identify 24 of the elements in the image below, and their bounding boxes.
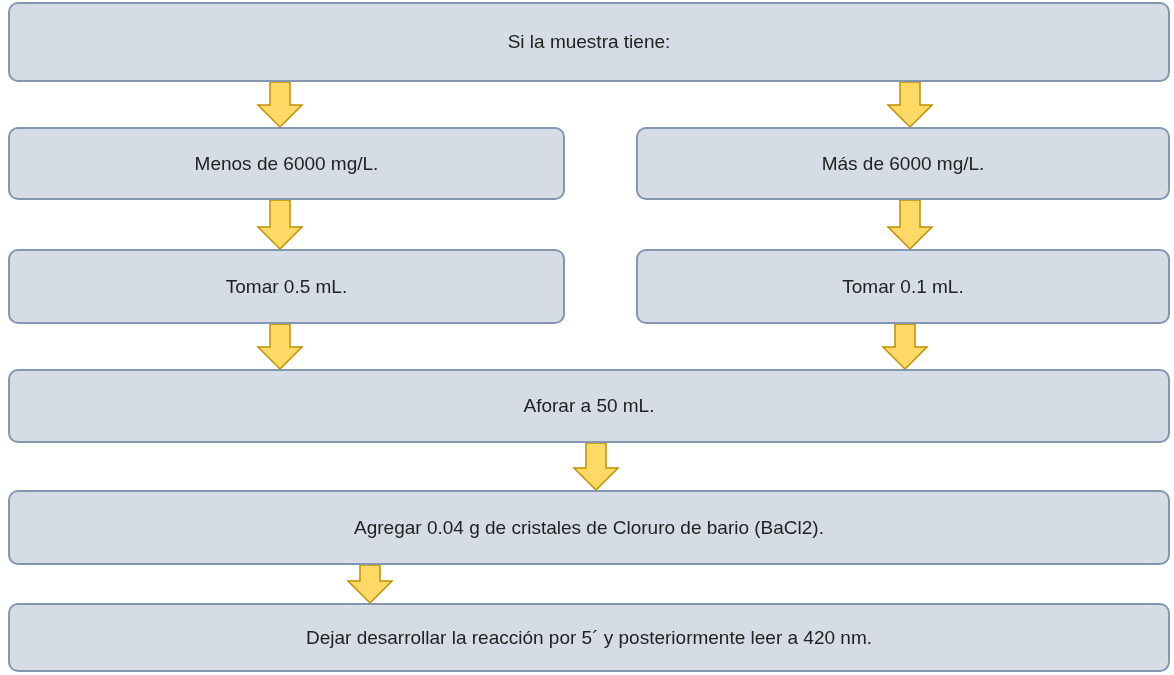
process-box <box>8 490 1170 565</box>
block-arrow <box>256 81 304 129</box>
step-text: Más de 6000 mg/L. <box>821 152 985 175</box>
block-arrow <box>886 199 934 251</box>
process-box <box>8 603 1170 672</box>
process-box <box>8 2 1170 82</box>
block-arrow <box>881 323 929 371</box>
block-arrow <box>256 199 304 251</box>
step-text: Menos de 6000 mg/L. <box>194 152 379 175</box>
step-text: Tomar 0.1 mL. <box>842 275 964 298</box>
step-text: Si la muestra tiene: <box>507 31 671 53</box>
process-box <box>636 127 1170 200</box>
block-arrow <box>572 442 620 492</box>
process-box <box>8 369 1170 443</box>
block-arrow <box>346 564 394 605</box>
step-text: Tomar 0.5 mL. <box>225 275 348 298</box>
block-arrow <box>256 323 304 371</box>
step-text: Dejar desarrollar la reacción por 5´ y posteriormente leer a 420 nm. <box>305 626 872 649</box>
step-text: Agregar 0.04 g de cristales de Cloruro de bario (BaCl2). <box>354 516 824 539</box>
process-box <box>8 127 565 200</box>
process-box <box>8 249 565 324</box>
step-text: Aforar a 50 mL. <box>523 395 655 417</box>
block-arrow <box>886 81 934 129</box>
process-box <box>636 249 1170 324</box>
